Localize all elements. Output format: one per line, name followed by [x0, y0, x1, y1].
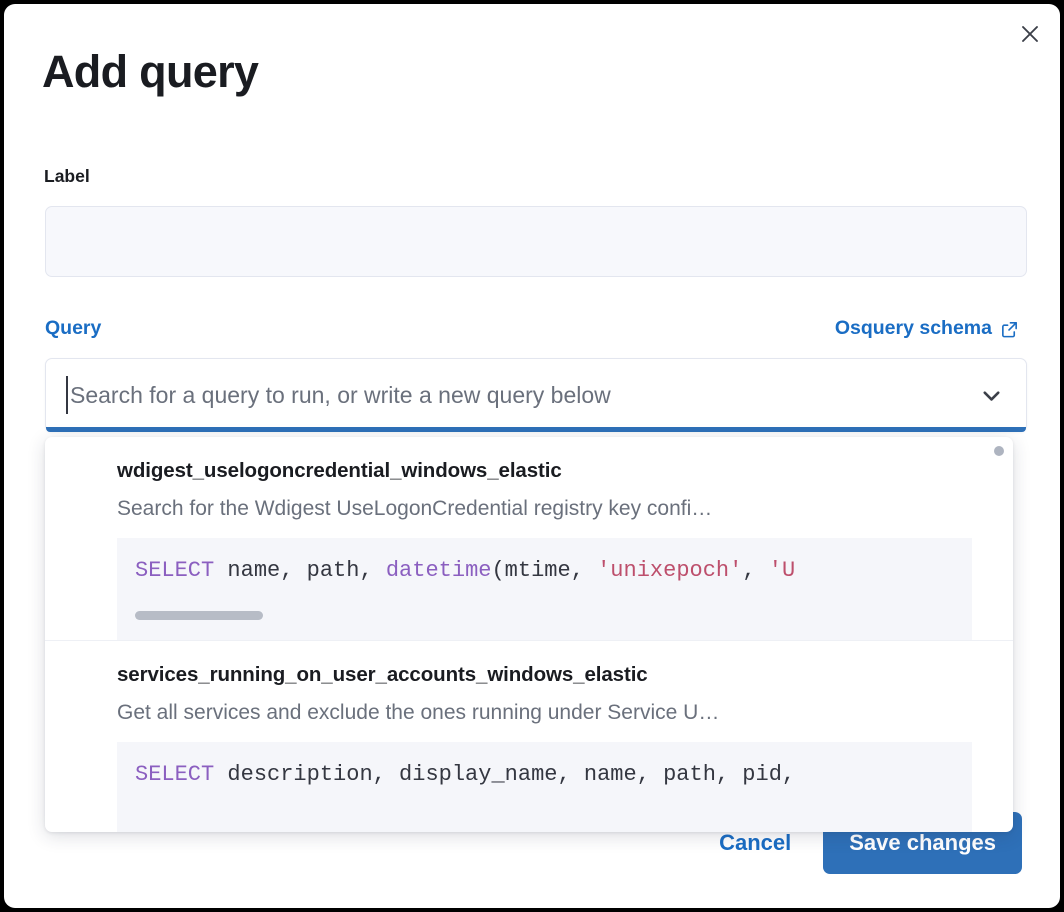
chevron-down-icon[interactable]	[978, 358, 1005, 432]
query-search-input-placeholder[interactable]: Search for a query to run, or write a ne…	[70, 381, 611, 408]
dropdown-option-code-block: SELECT description, display_name, name, …	[117, 742, 972, 832]
dropdown-option-description: Get all services and exclude the ones ru…	[117, 701, 720, 724]
dropdown-option-code-block: SELECT name, path, datetime(mtime, 'unix…	[117, 538, 972, 640]
code-horizontal-scrollbar[interactable]	[135, 611, 263, 620]
add-query-modal: Add query Label Query Osquery schema Sea…	[4, 4, 1060, 908]
dropdown-option[interactable]: wdigest_uselogoncredential_windows_elast…	[45, 437, 1013, 640]
dropdown-option-description: Search for the Wdigest UseLogonCredentia…	[117, 497, 713, 520]
dropdown-option-title: services_running_on_user_accounts_window…	[117, 663, 648, 686]
save-changes-button[interactable]: Save changes	[823, 812, 1022, 874]
combobox-focus-underline	[46, 427, 1026, 432]
cancel-button[interactable]: Cancel	[701, 816, 809, 870]
close-icon[interactable]	[1012, 16, 1048, 52]
label-input[interactable]	[45, 206, 1027, 277]
modal-footer: Cancel Save changes	[701, 812, 1022, 874]
sql-code: SELECT description, display_name, name, …	[135, 762, 796, 787]
osquery-schema-link-label: Osquery schema	[834, 317, 992, 339]
query-section-label[interactable]: Query	[45, 317, 102, 339]
page-title: Add query	[42, 46, 259, 97]
query-combobox[interactable]: Search for a query to run, or write a ne…	[45, 358, 1027, 432]
query-combobox-box[interactable]	[45, 358, 1027, 432]
label-field-label: Label	[44, 166, 90, 186]
text-caret	[66, 376, 68, 414]
dropdown-option[interactable]: services_running_on_user_accounts_window…	[45, 640, 1013, 832]
query-suggestions-dropdown[interactable]: wdigest_uselogoncredential_windows_elast…	[45, 437, 1013, 832]
dropdown-scrollbar-thumb[interactable]	[994, 446, 1004, 456]
external-link-icon	[1000, 319, 1019, 339]
osquery-schema-link[interactable]: Osquery schema	[835, 317, 1019, 340]
sql-code: SELECT name, path, datetime(mtime, 'unix…	[135, 558, 796, 583]
dropdown-option-title: wdigest_uselogoncredential_windows_elast…	[117, 459, 562, 482]
